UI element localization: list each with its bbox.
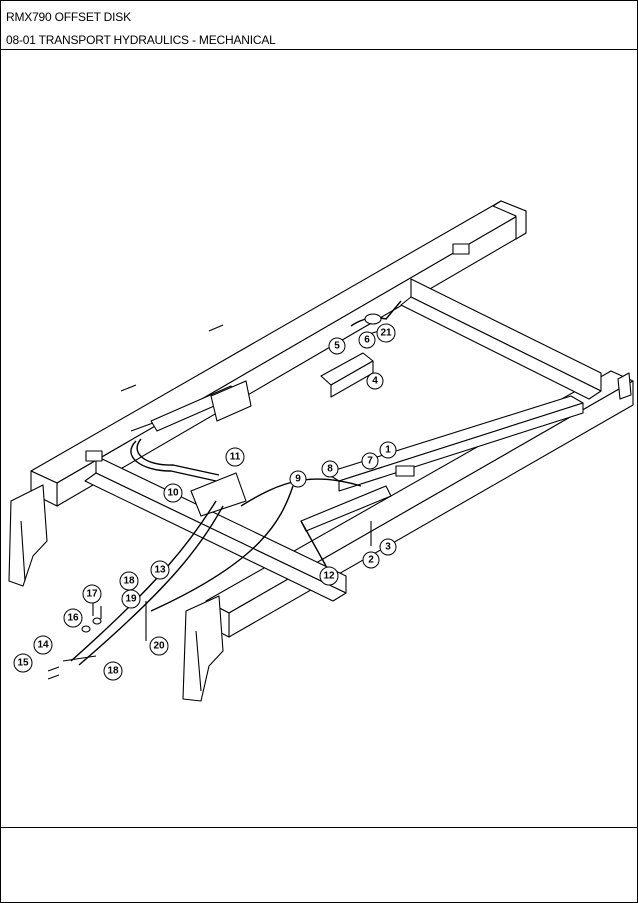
- callout-4: 4: [366, 372, 384, 390]
- section-title: 08-01 TRANSPORT HYDRAULICS - MECHANICAL: [6, 33, 276, 47]
- model-title: RMX790 OFFSET DISK: [6, 10, 131, 24]
- svg-text:20: 20: [153, 641, 165, 652]
- callout-1: 1: [379, 441, 397, 459]
- svg-text:21: 21: [380, 328, 392, 339]
- callout-14: 14: [33, 635, 53, 655]
- svg-text:14: 14: [37, 640, 49, 651]
- exploded-parts-diagram: 1 2 3 4 5 6 7 8 9 10 11 12 13 14 15 16 1…: [8, 200, 634, 702]
- header-divider: [1, 49, 637, 50]
- svg-text:18: 18: [107, 666, 119, 677]
- callout-5: 5: [328, 337, 346, 355]
- callout-17: 17: [82, 584, 102, 604]
- rear-crossmember: [400, 278, 602, 400]
- callout-11: 11: [225, 447, 245, 467]
- svg-text:1: 1: [385, 445, 391, 456]
- callout-18-upper: 18: [119, 571, 139, 591]
- callout-16: 16: [63, 608, 83, 628]
- svg-text:9: 9: [295, 474, 301, 485]
- callout-2: 2: [362, 551, 380, 569]
- svg-text:4: 4: [372, 376, 378, 387]
- svg-text:18: 18: [123, 576, 135, 587]
- svg-text:3: 3: [385, 542, 391, 553]
- callout-18-lower: 18: [103, 661, 123, 681]
- callout-7: 7: [361, 452, 379, 470]
- callout-21: 21: [376, 323, 396, 343]
- callout-19: 19: [121, 589, 141, 609]
- svg-text:12: 12: [323, 571, 335, 582]
- callout-12: 12: [319, 566, 339, 586]
- svg-text:5: 5: [334, 341, 340, 352]
- left-front-leg: [8, 484, 48, 587]
- callout-3: 3: [379, 538, 397, 556]
- svg-text:8: 8: [327, 464, 333, 475]
- callout-9: 9: [289, 470, 307, 488]
- svg-text:6: 6: [364, 335, 370, 346]
- callout-20: 20: [149, 636, 169, 656]
- left-main-beam: [30, 200, 527, 507]
- svg-text:7: 7: [367, 456, 373, 467]
- callout-13: 13: [150, 560, 170, 580]
- center-cylinder: [190, 472, 392, 532]
- right-front-leg: [182, 595, 224, 702]
- front-crossmember: [84, 455, 347, 602]
- svg-text:10: 10: [167, 488, 179, 499]
- callout-15: 15: [13, 653, 33, 673]
- svg-text:13: 13: [154, 565, 166, 576]
- svg-text:19: 19: [125, 594, 137, 605]
- callout-8: 8: [321, 460, 339, 478]
- left-cylinder: [130, 380, 252, 432]
- svg-text:2: 2: [368, 555, 374, 566]
- callout-6: 6: [358, 331, 376, 349]
- footer-divider: [1, 827, 637, 828]
- svg-text:11: 11: [230, 452, 241, 463]
- svg-text:15: 15: [17, 658, 29, 669]
- hardware-pins: [47, 313, 382, 680]
- hydraulic-hoses: [70, 300, 402, 666]
- callout-10: 10: [163, 483, 183, 503]
- svg-text:16: 16: [67, 613, 79, 624]
- svg-text:17: 17: [86, 589, 98, 600]
